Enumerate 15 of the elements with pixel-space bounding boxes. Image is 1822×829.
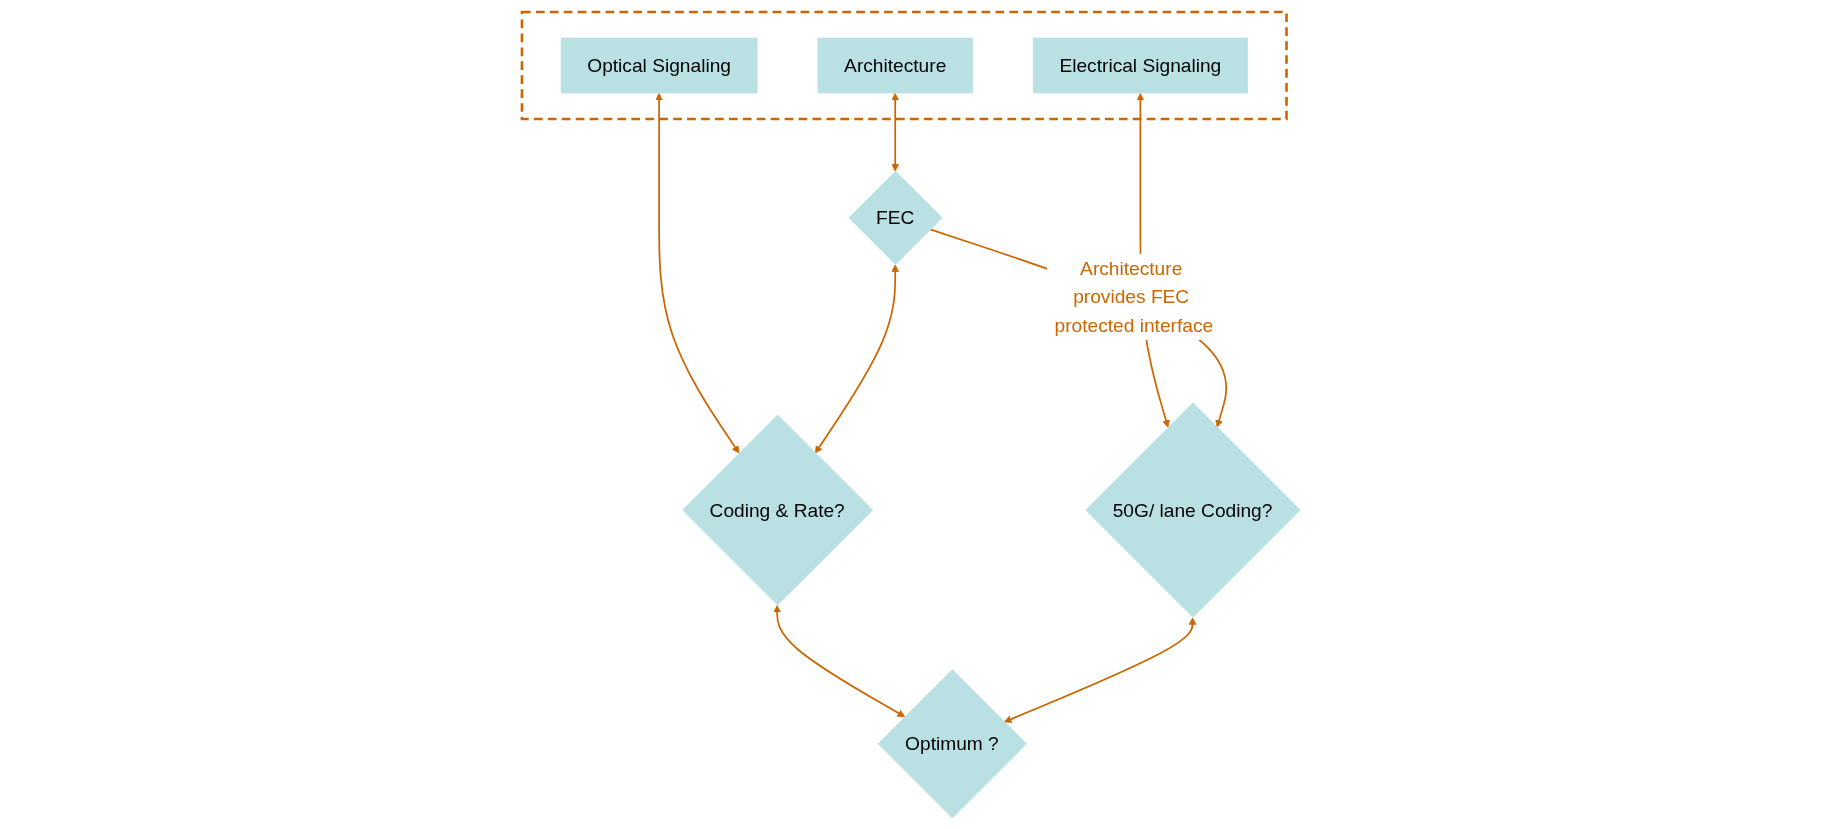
arrow (891, 92, 899, 172)
arrow (814, 263, 899, 453)
node-diamond: 50G/ lane Coding? (1085, 401, 1301, 618)
arrow (655, 92, 740, 453)
cluster (520, 10, 1288, 120)
edge-label: Architecture provides FEC protected interface (1054, 256, 1214, 336)
node-diamond: FEC (848, 170, 943, 265)
arrow (773, 604, 905, 717)
node-box: Architecture (817, 37, 973, 93)
arrow (929, 228, 1227, 428)
node-box: Electrical Signaling (1032, 37, 1248, 93)
node-diamond: Optimum ? (877, 668, 1027, 818)
arrow (1003, 616, 1197, 723)
node-diamond: Coding & Rate? (682, 414, 873, 605)
node-box: Optical Signaling (560, 37, 758, 93)
